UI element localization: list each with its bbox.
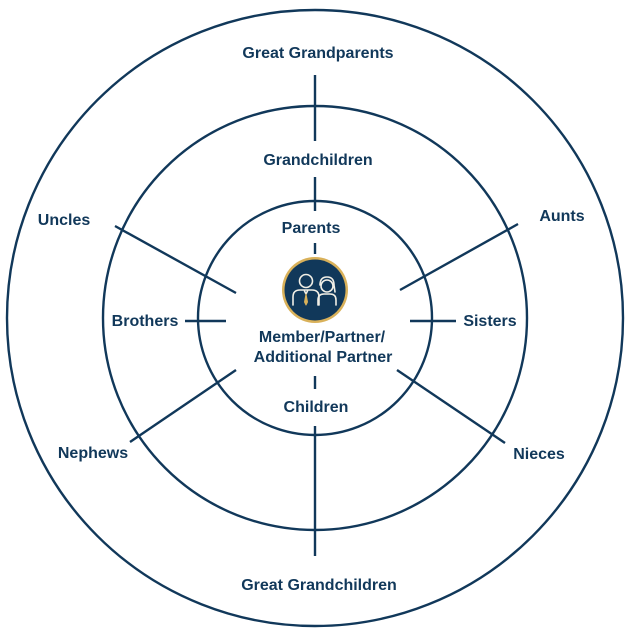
people-icon xyxy=(292,273,337,306)
label-nieces: Nieces xyxy=(513,446,565,463)
center-label-line2: Additional Partner xyxy=(254,349,393,366)
connector-aunts xyxy=(399,222,519,292)
outer-ring xyxy=(5,8,625,628)
connector-nieces xyxy=(396,369,506,444)
label-great-grandchildren: Great Grandchildren xyxy=(241,577,397,594)
label-brothers: Brothers xyxy=(112,313,179,330)
label-grandchildren: Grandchildren xyxy=(263,152,372,169)
label-uncles: Uncles xyxy=(38,212,91,229)
label-sisters: Sisters xyxy=(463,313,516,330)
connector-uncles xyxy=(114,224,237,295)
connector-nephews xyxy=(129,369,237,443)
label-aunts: Aunts xyxy=(539,208,584,225)
label-nephews: Nephews xyxy=(58,445,128,462)
label-great-grandparents: Great Grandparents xyxy=(242,45,393,62)
label-children: Children xyxy=(284,399,349,416)
member-badge xyxy=(282,257,348,323)
label-parents: Parents xyxy=(282,220,341,237)
center-label-line1: Member/Partner/ xyxy=(259,329,386,346)
